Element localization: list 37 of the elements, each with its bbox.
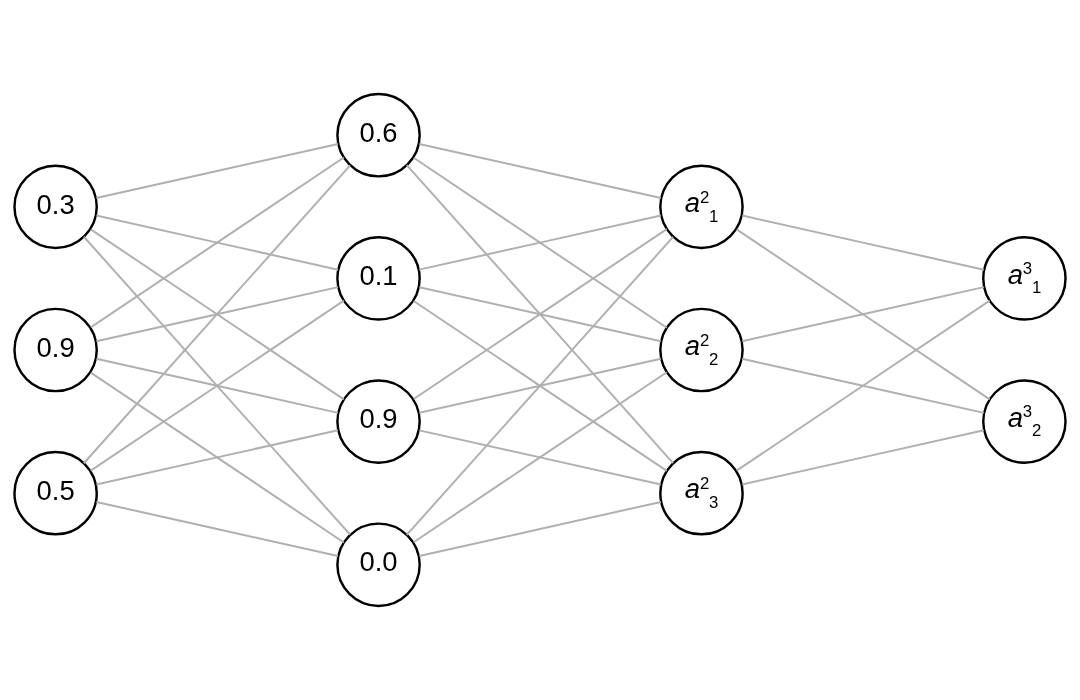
connector xyxy=(405,164,675,465)
connector xyxy=(89,371,345,544)
connector xyxy=(418,286,662,343)
connector xyxy=(735,228,991,401)
connector xyxy=(418,500,662,557)
connector xyxy=(741,214,985,271)
node-circle: 0.0 xyxy=(336,522,421,608)
connector xyxy=(95,214,339,271)
connector xyxy=(418,429,662,486)
node-circle: 0.1 xyxy=(336,236,421,321)
node-circle: 0.9 xyxy=(336,379,421,464)
connector xyxy=(412,371,668,544)
connector xyxy=(412,300,668,472)
connector xyxy=(95,286,339,343)
connector xyxy=(405,235,675,536)
connector xyxy=(89,299,345,472)
node-circle: 0.9 xyxy=(13,307,98,393)
connector xyxy=(741,429,985,486)
connector xyxy=(95,500,339,558)
node-circle: 0.6 xyxy=(336,92,421,178)
connector xyxy=(95,142,339,200)
connector xyxy=(418,143,662,200)
connector xyxy=(418,214,662,271)
connector xyxy=(412,156,668,329)
connector xyxy=(418,357,662,414)
node-circle: 0.5 xyxy=(13,450,98,536)
connector xyxy=(82,164,352,465)
connector xyxy=(82,235,352,536)
connector xyxy=(95,429,339,486)
connector xyxy=(95,357,339,414)
connector xyxy=(741,286,985,343)
connector xyxy=(735,299,991,472)
connector xyxy=(741,357,985,414)
connector xyxy=(89,228,345,401)
connector xyxy=(412,228,668,400)
node-circle: 0.3 xyxy=(13,164,98,250)
connector xyxy=(89,156,345,329)
